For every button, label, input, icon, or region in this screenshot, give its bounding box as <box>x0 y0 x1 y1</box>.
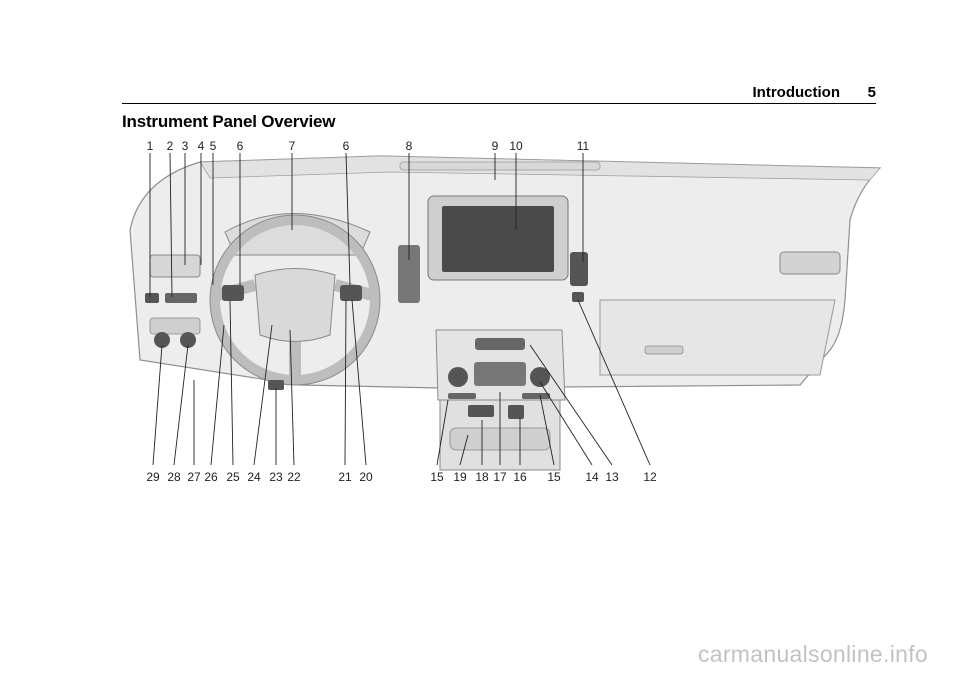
right-vent <box>779 251 841 275</box>
power-outlet <box>508 405 524 419</box>
callout-bottom: 17 <box>493 470 507 484</box>
climate-knob-left <box>448 367 468 387</box>
callout-top: 2 <box>167 139 174 153</box>
callout-bottom: 20 <box>359 470 373 484</box>
bottom-callouts: 29 28 27 26 25 24 23 22 21 20 15 19 18 1… <box>146 470 657 484</box>
page-title: Instrument Panel Overview <box>122 112 336 131</box>
steering-wheel-rim <box>210 215 380 385</box>
glove-box-handle <box>644 345 684 355</box>
callout-bottom: 21 <box>338 470 352 484</box>
watermark: carmanualsonline.info <box>697 641 928 667</box>
callout-top: 5 <box>210 139 217 153</box>
right-wheel-controls <box>340 285 362 301</box>
header-rule <box>122 103 876 104</box>
leader-lines <box>149 152 651 466</box>
callout-top: 6 <box>343 139 350 153</box>
callout-bottom: 28 <box>167 470 181 484</box>
airbag-hub <box>254 268 336 342</box>
defrost-vent <box>399 161 601 171</box>
callout-bottom: 23 <box>269 470 283 484</box>
page-header: Introduction 5 <box>122 84 876 104</box>
left-vent <box>149 254 201 278</box>
callout-bottom: 29 <box>146 470 160 484</box>
callout-top: 4 <box>198 139 205 153</box>
callout-bottom: 13 <box>605 470 619 484</box>
callout-bottom: 24 <box>247 470 261 484</box>
callout-top: 10 <box>509 139 523 153</box>
callout-bottom: 25 <box>226 470 240 484</box>
callout-bottom: 15 <box>547 470 561 484</box>
callout-top: 8 <box>406 139 413 153</box>
instrument-panel-illustration: 1 2 3 4 5 6 7 6 8 9 10 11 29 28 27 26 25… <box>129 139 882 484</box>
left-wheel-controls <box>222 285 244 301</box>
climate-knob-right <box>530 367 550 387</box>
callout-bottom: 15 <box>430 470 444 484</box>
seat-heat-left <box>448 393 476 399</box>
page-number: 5 <box>867 84 876 101</box>
callout-bottom: 27 <box>187 470 201 484</box>
left-knob-2 <box>180 332 196 348</box>
callout-bottom: 22 <box>287 470 301 484</box>
callout-bottom: 18 <box>475 470 489 484</box>
callout-bottom: 14 <box>585 470 599 484</box>
knee-panel-controls <box>149 317 201 335</box>
callout-top: 7 <box>289 139 296 153</box>
callout-top: 6 <box>237 139 244 153</box>
callout-top: 11 <box>577 139 590 153</box>
infotainment-screen <box>442 206 554 272</box>
callout-bottom: 12 <box>643 470 657 484</box>
lights-switch <box>145 293 159 303</box>
callout-bottom: 16 <box>513 470 527 484</box>
climate-center-controls <box>474 362 526 386</box>
callout-top: 1 <box>147 139 154 153</box>
steering-wheel-rim-outline <box>209 214 381 386</box>
right-screen-button <box>572 292 584 302</box>
seat-heat-right <box>522 393 550 399</box>
left-knob-1 <box>154 332 170 348</box>
usb-ports <box>468 405 494 417</box>
callout-top: 3 <box>182 139 189 153</box>
steering-column <box>268 380 284 390</box>
climate-button-row <box>475 338 525 350</box>
callout-top: 9 <box>492 139 499 153</box>
right-screen-knob <box>570 252 588 286</box>
left-screen-controls <box>398 245 420 303</box>
left-panel-buttons <box>165 293 197 303</box>
callout-bottom: 26 <box>204 470 218 484</box>
glove-box <box>599 299 836 376</box>
section-title: Introduction <box>752 84 840 101</box>
callout-bottom: 19 <box>453 470 467 484</box>
top-callouts: 1 2 3 4 5 6 7 6 8 9 10 11 <box>147 139 590 153</box>
